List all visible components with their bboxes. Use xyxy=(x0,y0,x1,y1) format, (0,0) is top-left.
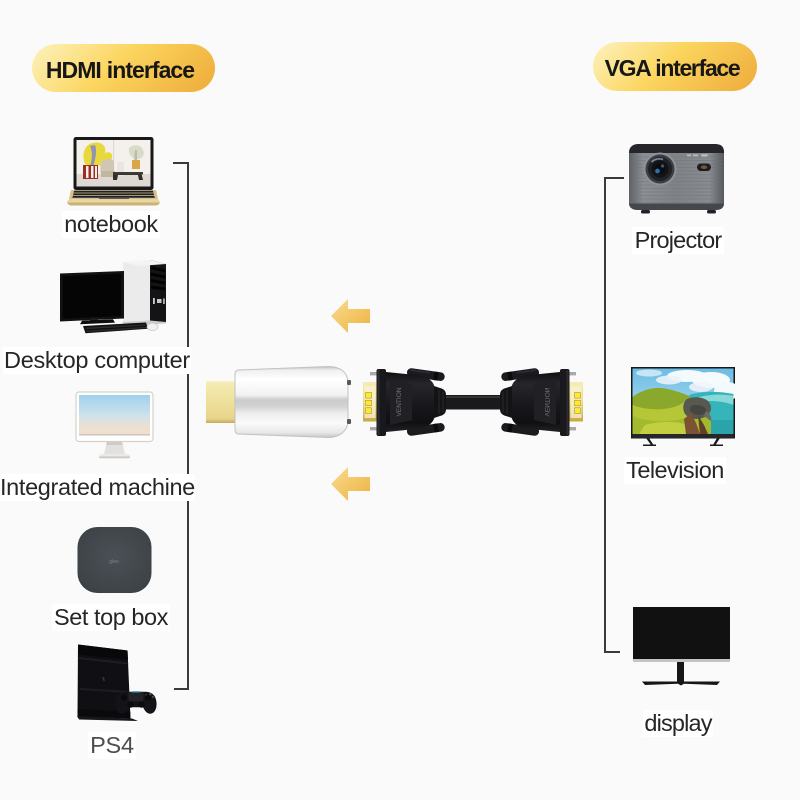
svg-text:VENTION: VENTION xyxy=(396,387,403,416)
svg-text:glee: glee xyxy=(109,559,119,565)
